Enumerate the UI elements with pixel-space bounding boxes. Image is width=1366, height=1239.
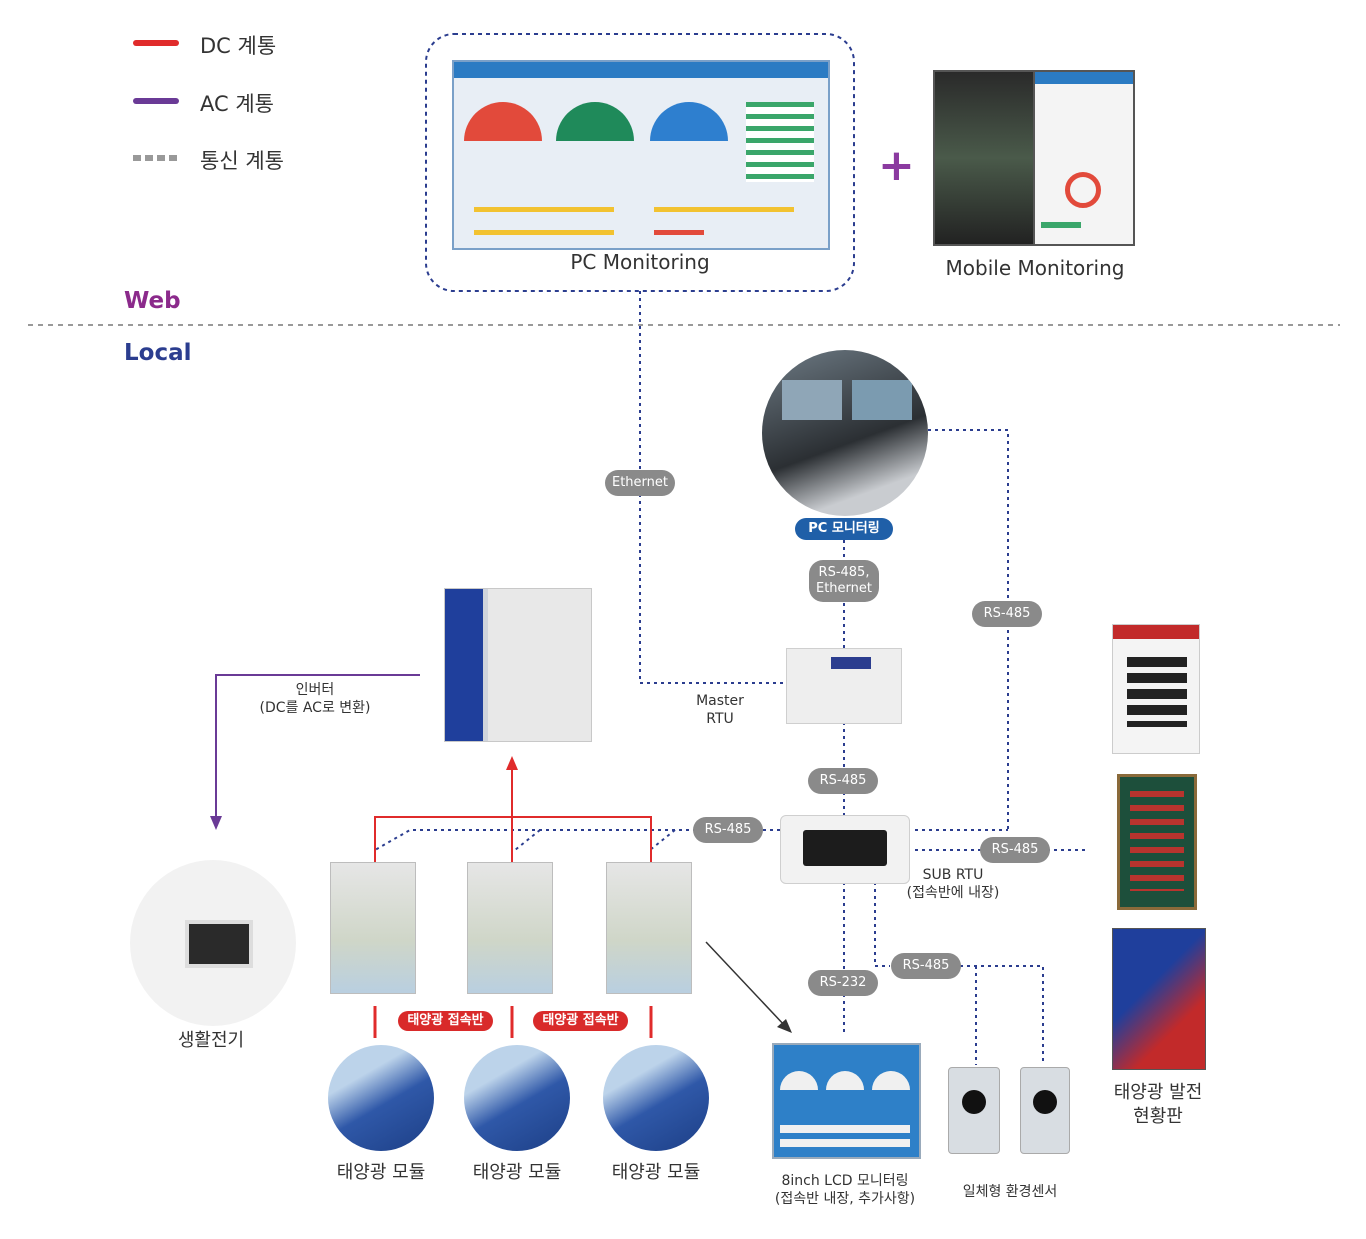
- master-rtu-device: [786, 648, 902, 724]
- junction-box-1: [330, 862, 416, 994]
- master-rtu-line2: RTU: [706, 711, 734, 727]
- rs485-ethernet-line1: RS-485,: [818, 565, 870, 580]
- status-board-label: 태양광 발전 현황판: [1098, 1081, 1218, 1129]
- inverter-line2: (DC를 AC로 변환): [259, 700, 371, 716]
- rs485-sensor-pill: RS-485: [891, 953, 961, 979]
- pc-monitor-pill: PC 모니터링: [795, 518, 893, 540]
- inverter-label: 인버터 (DC를 AC로 변환): [250, 681, 380, 717]
- lcd-line1: 8inch LCD 모니터링: [781, 1173, 909, 1189]
- lcd-monitor-device: [772, 1043, 921, 1159]
- mobile-screenshot-1: [933, 70, 1035, 246]
- household-label: 생활전기: [177, 1030, 245, 1051]
- plus-sign: +: [878, 140, 915, 191]
- ac-line: [215, 674, 420, 822]
- web-zone-label: Web: [124, 288, 181, 314]
- sub-rtu-line2: (접속반에 내장): [906, 885, 1000, 901]
- pc-monitoring-screenshot: [452, 60, 830, 250]
- status-board-line2: 현황판: [1133, 1106, 1183, 1127]
- junction-box-3: [606, 862, 692, 994]
- solar-module-label-2: 태양광 모듈: [472, 1162, 562, 1183]
- rs485-ethernet-line2: Ethernet: [816, 581, 872, 596]
- ethernet-line: [639, 291, 785, 684]
- master-rtu-line1: Master: [696, 693, 744, 709]
- rs485-master-sub-pill: RS-485: [808, 768, 878, 794]
- sub-rtu-label: SUB RTU (접속반에 내장): [898, 866, 1008, 902]
- dc-legend-label: DC 계통: [200, 34, 277, 58]
- pc-monitoring-label: PC Monitoring: [570, 250, 710, 274]
- ac-legend-label: AC 계통: [200, 92, 274, 116]
- status-board-2: [1117, 774, 1197, 910]
- pc-to-board-line: [928, 429, 1009, 830]
- status-board-3: [1112, 928, 1206, 1070]
- lcd-monitor-label: 8inch LCD 모니터링 (접속반 내장, 추가사항): [762, 1172, 928, 1208]
- mobile-screenshot-2: [1033, 70, 1135, 246]
- local-zone-label: Local: [124, 340, 192, 366]
- sub-to-sensor-line: [960, 965, 1044, 1065]
- junction-pill-2: 태양광 접속반: [533, 1011, 628, 1031]
- master-rtu-label: Master RTU: [690, 692, 750, 728]
- lcd-line2: (접속반 내장, 추가사항): [774, 1191, 916, 1207]
- sub-rtu-device: [780, 815, 910, 884]
- sub-rtu-line1: SUB RTU: [922, 867, 984, 883]
- inverter-device: [444, 588, 592, 742]
- rs485-right-pill: RS-485: [972, 601, 1042, 627]
- solar-module-photo-3: [603, 1045, 709, 1151]
- solar-module-photo-2: [464, 1045, 570, 1151]
- pc-monitoring-photo: [762, 350, 928, 516]
- env-sensor-2: [1020, 1067, 1070, 1154]
- status-board-1: [1112, 624, 1200, 754]
- rs485-ethernet-pill: RS-485, Ethernet: [809, 560, 879, 602]
- env-sensor-1: [948, 1067, 1000, 1154]
- ac-legend-swatch: [133, 98, 179, 104]
- junction-pill-1: 태양광 접속반: [398, 1011, 493, 1031]
- solar-module-label-3: 태양광 모듈: [611, 1162, 701, 1183]
- inverter-line1: 인버터: [295, 682, 335, 698]
- status-board-line1: 태양광 발전: [1113, 1082, 1203, 1103]
- dc-legend-swatch: [133, 40, 179, 46]
- ethernet-pill: Ethernet: [605, 470, 675, 496]
- household-appliance-photo: [130, 860, 296, 1026]
- comm-legend-label: 통신 계통: [200, 149, 284, 173]
- solar-module-photo-1: [328, 1045, 434, 1151]
- comm-legend-swatch: [133, 155, 179, 161]
- rs485-sub-right-pill: RS-485: [980, 837, 1050, 863]
- junction-box-2: [467, 862, 553, 994]
- rs485-left-pill: RS-485: [693, 817, 763, 843]
- pc-monitoring-frame: [425, 33, 855, 292]
- env-sensor-label: 일체형 환경센서: [962, 1184, 1058, 1200]
- solar-module-label-1: 태양광 모듈: [336, 1162, 426, 1183]
- mobile-monitoring-label: Mobile Monitoring: [945, 256, 1125, 280]
- rs232-pill: RS-232: [808, 970, 878, 996]
